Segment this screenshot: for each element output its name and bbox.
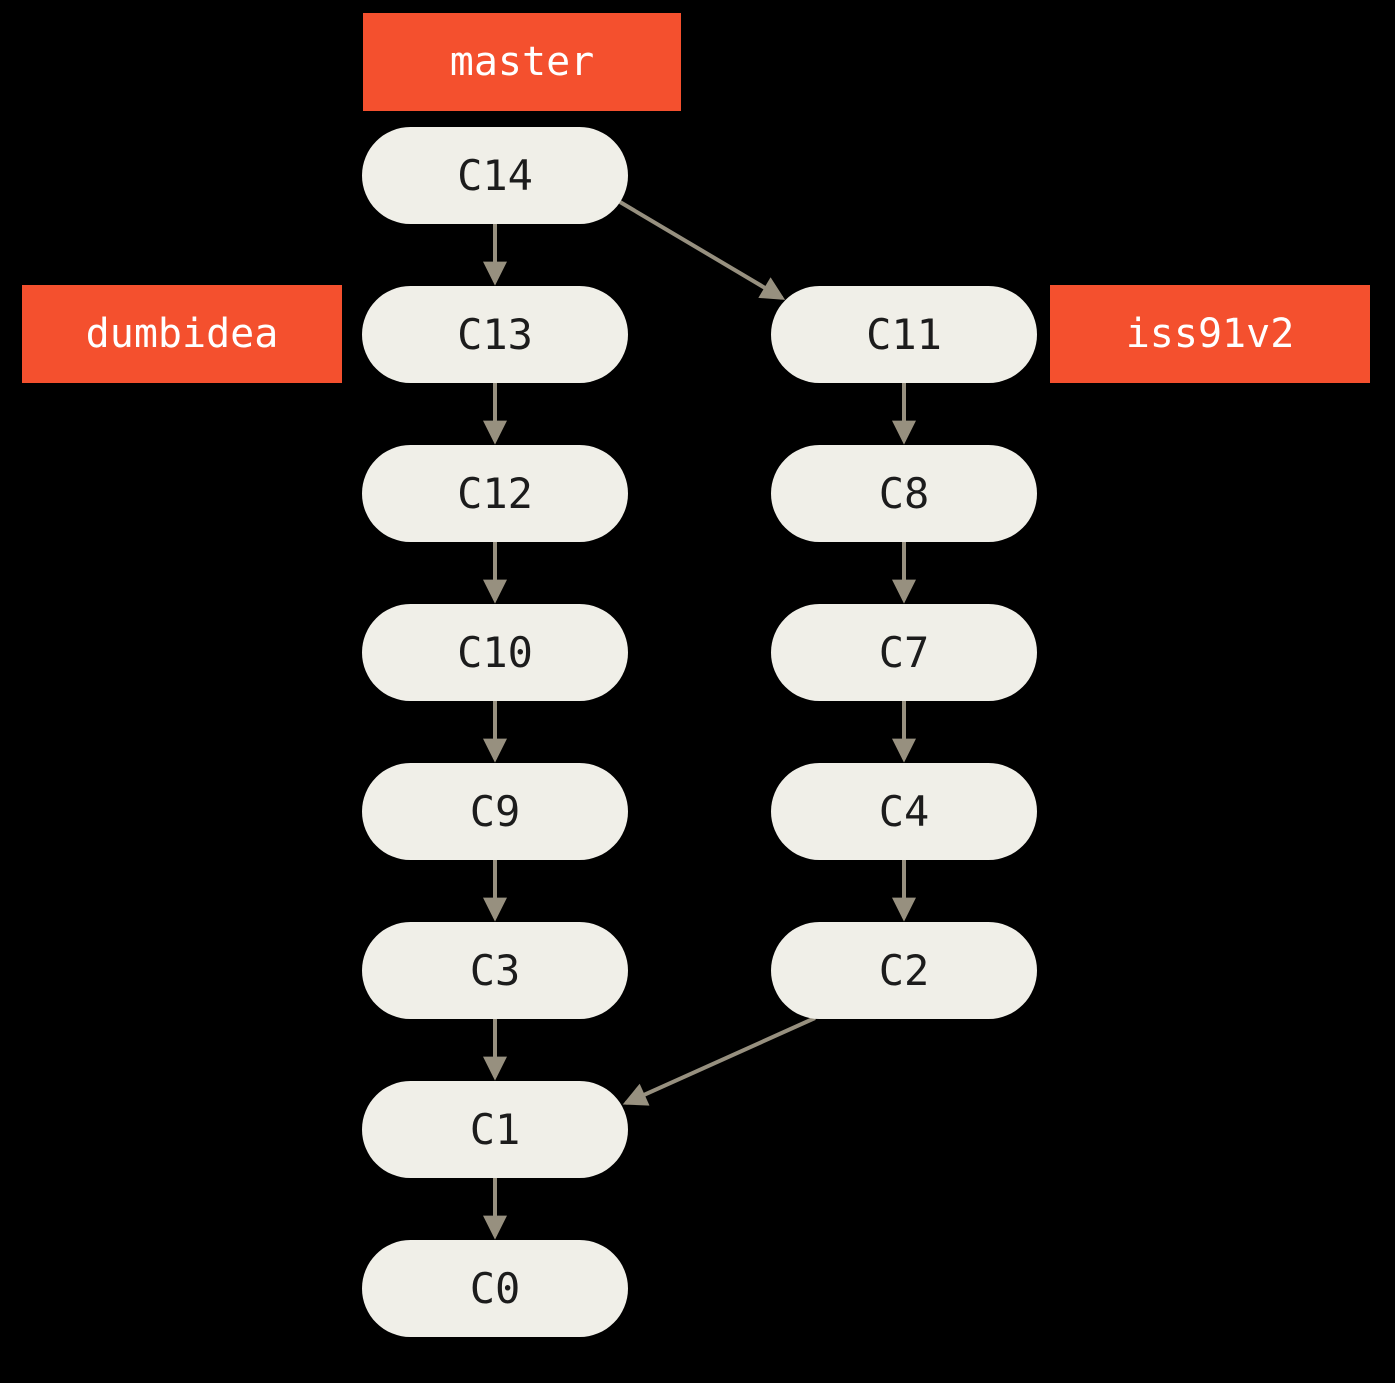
commit-label: C9 [469, 787, 521, 836]
commit-label: C2 [878, 946, 930, 995]
commit-label: C3 [469, 946, 521, 995]
commit-node-c12: C12 [362, 445, 628, 542]
commit-node-c3: C3 [362, 922, 628, 1019]
commit-label: C13 [457, 310, 533, 359]
commit-label: C8 [878, 469, 930, 518]
commit-label: C14 [457, 151, 533, 200]
commit-node-c14: C14 [362, 127, 628, 224]
edge-c14-c11 [618, 200, 786, 300]
commit-node-c9: C9 [362, 763, 628, 860]
commit-node-c0: C0 [362, 1240, 628, 1337]
branch-label-text: master [449, 39, 595, 85]
branch-label-iss91v2: iss91v2 [1050, 285, 1370, 383]
edge-c2-c1 [622, 1016, 816, 1106]
commit-node-c4: C4 [771, 763, 1037, 860]
commit-node-c1: C1 [362, 1081, 628, 1178]
commit-node-c2: C2 [771, 922, 1037, 1019]
commit-label: C10 [457, 628, 533, 677]
commit-label: C11 [866, 310, 942, 359]
commit-node-c11: C11 [771, 286, 1037, 383]
commit-node-c13: C13 [362, 286, 628, 383]
commit-label: C4 [878, 787, 930, 836]
commit-label: C7 [878, 628, 930, 677]
commit-label: C12 [457, 469, 533, 518]
commit-label: C1 [469, 1105, 521, 1154]
commit-node-c7: C7 [771, 604, 1037, 701]
commit-node-c10: C10 [362, 604, 628, 701]
branch-label-text: dumbidea [85, 311, 279, 357]
branch-label-text: iss91v2 [1125, 311, 1295, 357]
branch-label-master: master [363, 13, 681, 111]
commit-label: C0 [469, 1264, 521, 1313]
branch-label-dumbidea: dumbidea [22, 285, 342, 383]
commit-node-c8: C8 [771, 445, 1037, 542]
